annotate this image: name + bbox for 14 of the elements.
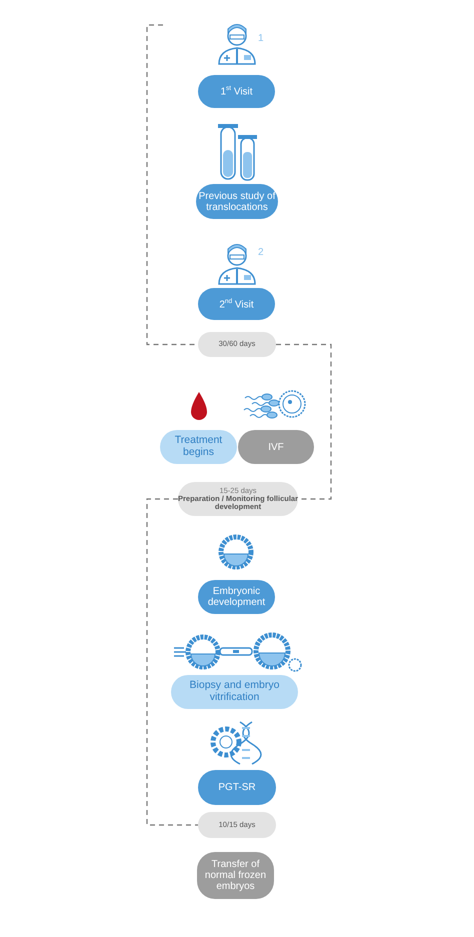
- dashed-connector: [276, 344, 332, 500]
- number-label: 1: [258, 34, 264, 44]
- number-label: 2: [258, 248, 264, 258]
- step-pill: IVF: [238, 430, 314, 464]
- step-pill: Transfer of normal frozen embryos: [197, 852, 274, 899]
- step-pill: 2$^{nd}$ Visit: [198, 288, 275, 320]
- step-pill: PGT-SR: [198, 770, 276, 805]
- step-pill: Biopsy and embryo vitrification: [171, 675, 298, 709]
- step-pill: 1$^{st}$ Visit: [198, 75, 275, 108]
- step-pill: Previous study of translocations: [196, 184, 278, 219]
- step-pill: Treatment begins: [160, 430, 237, 464]
- dashed-connector: [146, 498, 198, 826]
- duration-pill: [178, 482, 298, 516]
- step-pill: Embryonic development: [198, 580, 275, 614]
